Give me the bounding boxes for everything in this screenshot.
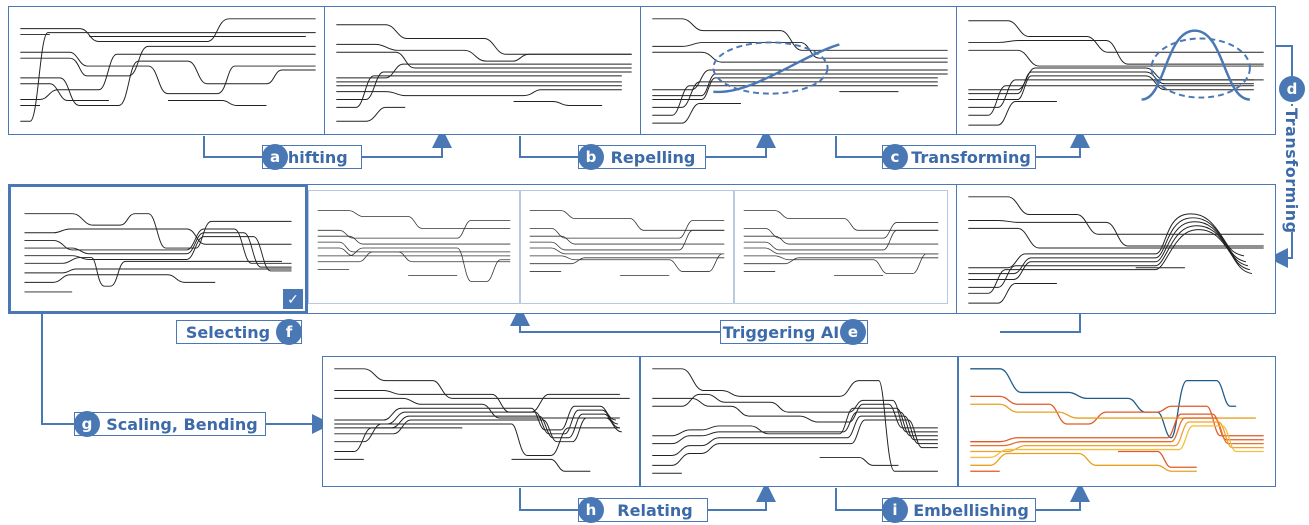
storyline-panel-scaled <box>322 356 640 487</box>
ai-candidate-3[interactable] <box>734 190 948 304</box>
storyline-panel-related <box>640 356 958 487</box>
check-icon: ✓ <box>283 289 303 309</box>
storyline-sketch <box>970 368 1264 472</box>
storyline-panel-transformed <box>956 6 1276 135</box>
step-b-badge: b <box>578 144 604 170</box>
storyline-sketch <box>20 18 316 122</box>
storyline-sketch <box>24 213 292 293</box>
ai-candidate-2[interactable] <box>520 190 734 304</box>
step-d-badge: d <box>1279 76 1305 102</box>
storyline-sketch <box>743 210 939 276</box>
storyline-sketch <box>317 210 511 282</box>
storyline-panel-repelled <box>640 6 958 135</box>
storyline-sketch <box>652 18 948 124</box>
scaling-bending-label: Scaling, Bending <box>74 412 266 436</box>
storyline-panel-selected[interactable]: ✓ <box>8 184 308 314</box>
storyline-panel-embellished <box>958 356 1276 487</box>
step-a-badge: a <box>262 144 288 170</box>
step-h-badge: h <box>578 497 604 523</box>
step-i-badge: i <box>882 497 908 523</box>
storyline-sketch <box>529 210 725 276</box>
storyline-panel-shifted <box>324 6 642 135</box>
storyline-sketch <box>968 20 1264 126</box>
ai-candidate-1[interactable] <box>308 190 520 304</box>
step-f-badge: f <box>276 319 302 345</box>
storyline-panel-transformed-result <box>956 184 1276 314</box>
storyline-sketch <box>968 196 1264 304</box>
step-c-badge: c <box>882 144 908 170</box>
transforming-label-d: Transforming <box>1282 108 1301 234</box>
storyline-sketch <box>336 24 632 122</box>
storyline-sketch <box>334 368 630 472</box>
storyline-sketch <box>652 368 938 474</box>
step-g-badge: g <box>74 411 100 437</box>
step-e-badge: e <box>840 319 866 345</box>
storyline-panel-original <box>8 6 326 135</box>
